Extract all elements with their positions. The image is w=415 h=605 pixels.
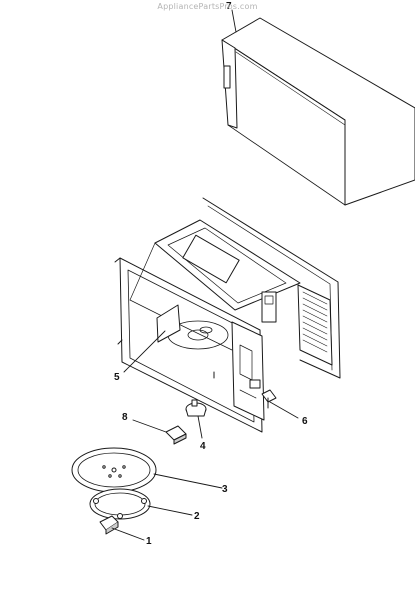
leader-lines	[111, 9, 299, 541]
callout-labels: 7 5 8 4 6 3 2 1	[114, 1, 308, 547]
leader-2	[147, 505, 193, 516]
callout-3: 3	[222, 484, 228, 495]
callout-7: 7	[226, 1, 232, 12]
cavity-chassis	[114, 197, 341, 433]
leader-4	[197, 415, 203, 439]
turntable-tray	[71, 447, 157, 493]
leader-1	[111, 527, 145, 541]
leader-8	[132, 419, 167, 433]
cabinet-wrapper	[221, 17, 415, 206]
roller-ring	[89, 488, 151, 520]
coupler	[99, 515, 119, 535]
turntable-motor	[185, 399, 207, 417]
callout-2: 2	[194, 511, 200, 522]
callout-5: 5	[114, 372, 120, 383]
door-switch	[249, 379, 277, 409]
leader-3	[153, 473, 223, 489]
callout-1: 1	[146, 536, 152, 547]
callout-6: 6	[302, 416, 308, 427]
waveguide-cover	[165, 425, 187, 445]
leader-5	[123, 330, 166, 373]
leader-7	[231, 9, 237, 33]
leader-6	[269, 401, 299, 419]
callout-8: 8	[122, 412, 128, 423]
watermark: AppliancePartsPros.com	[157, 2, 258, 11]
callout-4: 4	[200, 441, 206, 452]
